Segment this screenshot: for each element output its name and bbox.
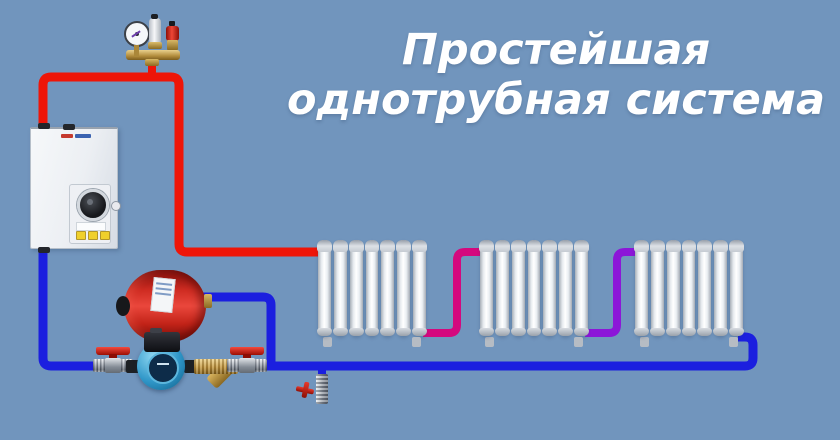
title-line-1: Простейшая xyxy=(401,25,711,75)
radiator-section xyxy=(713,240,729,336)
air-vent-icon xyxy=(148,14,162,49)
radiator-section xyxy=(412,240,427,336)
expansion-tank-label xyxy=(150,276,176,314)
valve-body xyxy=(93,358,133,373)
thermostat-dial-icon xyxy=(77,189,109,221)
radiator-section xyxy=(364,240,380,336)
drain-butterfly-handle xyxy=(295,380,318,400)
safety-group-nut xyxy=(145,59,159,66)
drain-valve-body xyxy=(316,374,328,404)
panel-label xyxy=(76,222,106,231)
boiler-control-panel xyxy=(69,184,111,244)
valve-lever-handle xyxy=(96,347,130,360)
radiator-section xyxy=(681,240,697,336)
pump-faceplate xyxy=(147,352,179,384)
radiator-section xyxy=(574,240,589,336)
radiator-section xyxy=(396,240,412,336)
pressure-gauge-icon xyxy=(124,21,150,57)
radiator-section xyxy=(558,240,574,336)
radiator-sections xyxy=(479,240,589,336)
panel-buttons xyxy=(76,231,110,240)
radiator-section xyxy=(380,240,396,336)
safety-group-manifold xyxy=(126,50,180,60)
expansion-tank-air-cap xyxy=(116,296,130,316)
radiator-1 xyxy=(317,240,427,347)
safety-group xyxy=(118,14,188,68)
boiler-side-knob xyxy=(111,201,121,211)
radiator-section xyxy=(332,240,348,336)
ball-valve-before-pump xyxy=(93,345,133,379)
radiator-section xyxy=(729,240,744,336)
ball-valve-after-strainer xyxy=(227,345,267,379)
circulation-pump xyxy=(126,328,198,395)
radiator-sections xyxy=(317,240,427,336)
supply-pipe xyxy=(38,72,326,257)
radiator-section xyxy=(542,240,558,336)
boiler-supply-fitting xyxy=(38,123,50,129)
radiator-section xyxy=(317,240,332,336)
radiator1-to-radiator2-pipe xyxy=(423,248,488,337)
radiator-section xyxy=(494,240,510,336)
title-line-2: однотрубная система xyxy=(287,74,825,125)
radiator-section xyxy=(479,240,494,336)
valve-body xyxy=(227,358,267,373)
radiator-sections xyxy=(634,240,744,336)
radiator-section xyxy=(665,240,681,336)
pump-union-left xyxy=(126,360,140,373)
return-pipe xyxy=(38,243,758,371)
expansion-tank xyxy=(116,266,212,346)
radiator-section xyxy=(348,240,364,336)
expansion-tank-fitting xyxy=(204,294,212,308)
radiator-2 xyxy=(479,240,589,347)
pump-motor xyxy=(144,328,180,352)
radiator-3 xyxy=(634,240,744,347)
boiler-top-fitting xyxy=(63,124,75,130)
safety-relief-valve-icon xyxy=(166,21,179,50)
radiator-section xyxy=(526,240,542,336)
valve-lever-handle xyxy=(230,347,264,360)
boiler xyxy=(30,123,121,253)
radiator-section xyxy=(510,240,526,336)
radiator-section xyxy=(697,240,713,336)
radiator-section xyxy=(634,240,649,336)
page-title: Простейшая однотрубная система xyxy=(282,25,830,126)
gauge-stem xyxy=(134,45,139,57)
radiator-section xyxy=(649,240,665,336)
drain-valve xyxy=(294,372,334,410)
expansion-tank-pipe xyxy=(203,292,276,364)
boiler-brand-logo xyxy=(61,134,91,139)
boiler-return-fitting xyxy=(38,247,50,253)
radiator2-to-radiator3-pipe xyxy=(585,248,644,337)
